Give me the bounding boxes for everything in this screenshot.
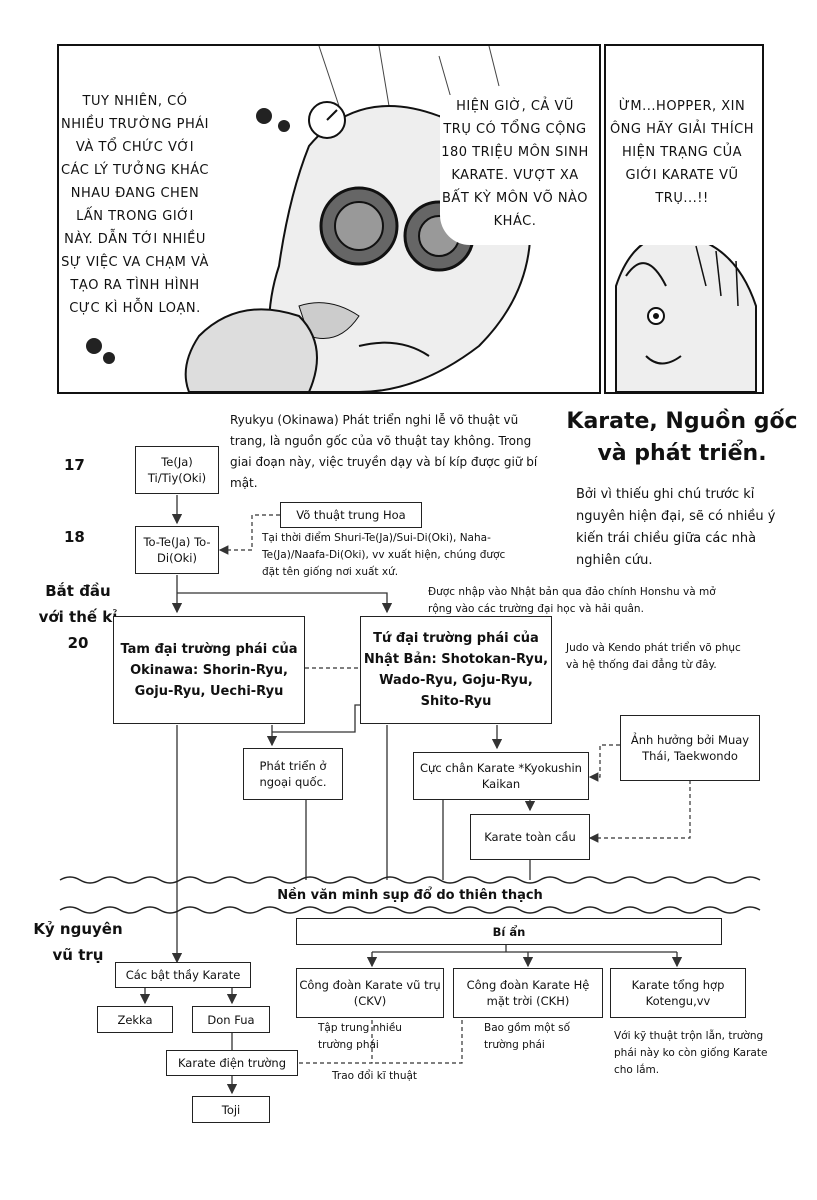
speech-bubble-middle: HIỆN GIỜ, CẢ VŨ TRỤ CÓ TỔNG CỘNG 180 TRI…	[440, 95, 590, 245]
box-donfua-label: Don Fua	[207, 1012, 255, 1027]
box-battlefield-karate: Karate điện trường	[166, 1050, 298, 1076]
box-japan-four-schools: Tứ đại trường phái của Nhật Bản: Shotoka…	[360, 616, 552, 724]
box-mystery: Bí ẩn	[296, 918, 722, 945]
box-toji-label: Toji	[221, 1102, 241, 1117]
box-muay-thai-influence: Ảnh hưởng bởi Muay Thái, Taekwondo	[620, 715, 760, 781]
box-chinese-martial-arts: Võ thuật trung Hoa	[280, 502, 422, 528]
note-honshu: Được nhập vào Nhật bản qua đảo chính Hon…	[428, 586, 716, 615]
era-label-space-age: Kỷ nguyên vũ trụ	[33, 920, 123, 964]
box-muay-thai-label: Ảnh hưởng bởi Muay Thái, Taekwondo	[630, 733, 750, 763]
chart-subtitle: Bởi vì thiếu ghi chú trước kỉ nguyên hiệ…	[576, 487, 776, 568]
box-abroad-label: Phát triển ở ngoại quốc.	[259, 759, 327, 789]
box-tote-label: To-Te(Ja) To-Di(Oki)	[143, 535, 211, 565]
chart-title: Karate, Nguồn gốc và phát triển.	[566, 409, 798, 466]
box-don-fua: Don Fua	[192, 1006, 270, 1033]
box-chinese-label: Võ thuật trung Hoa	[296, 508, 406, 522]
box-abroad: Phát triển ở ngoại quốc.	[243, 748, 343, 800]
box-mystery-label: Bí ẩn	[492, 924, 526, 939]
note-judo: Judo và Kendo phát triển võ phục và hệ t…	[566, 642, 741, 671]
note-ryukyu: Ryukyu (Okinawa) Phát triển nghi lễ võ t…	[230, 413, 538, 490]
box-masters-label: Các bật thầy Karate	[125, 968, 241, 982]
box-te: Te(Ja) Ti/Tiy(Oki)	[135, 446, 219, 494]
box-kotengu-label: Karate tổng hợp Kotengu,vv	[631, 978, 725, 1008]
speech-text-right: ỪM...HOPPER, XIN ÔNG HÃY GIẢI THÍCH HIỆN…	[609, 99, 755, 206]
box-battlefield-label: Karate điện trường	[177, 1056, 287, 1070]
box-ckh: Công đoàn Karate Hệ mặt trời (CKH)	[453, 968, 603, 1018]
note-naming: Tại thời điểm Shuri-Te(Ja)/Sui-Di(Oki), …	[262, 532, 506, 578]
note-exchange: Trao đổi kĩ thuật	[332, 1070, 418, 1082]
box-toji: Toji	[192, 1096, 270, 1123]
era-label-17: 17	[64, 456, 85, 474]
box-tote: To-Te(Ja) To-Di(Oki)	[135, 526, 219, 574]
box-ckv-label: Công đoàn Karate vũ trụ (CKV)	[299, 978, 441, 1008]
box-kotengu: Karate tổng hợp Kotengu,vv	[610, 968, 746, 1018]
speech-text-middle: HIỆN GIỜ, CẢ VŨ TRỤ CÓ TỔNG CỘNG 180 TRI…	[441, 99, 589, 229]
note-ckv: Tập trung nhiều trường phái	[318, 1022, 402, 1051]
box-zekka-label: Zekka	[117, 1012, 153, 1027]
era-label-18: 18	[64, 528, 85, 546]
box-kyokushin: Cực chân Karate *Kyokushin Kaikan	[413, 752, 589, 800]
speech-bubble-right: ỪM...HOPPER, XIN ÔNG HÃY GIẢI THÍCH HIỆN…	[608, 95, 756, 245]
box-global-karate: Karate toàn cầu	[470, 814, 590, 860]
note-ckh: Bao gồm một số trường phái	[484, 1022, 571, 1051]
box-global-label: Karate toàn cầu	[484, 830, 576, 844]
box-okinawa-label: Tam đại trường phái của Okinawa: Shorin-…	[120, 641, 298, 699]
box-japan-label: Tứ đại trường phái của Nhật Bản: Shotoka…	[363, 631, 549, 709]
note-kotengu: Với kỹ thuật trộn lẫn, trường phái này k…	[614, 1030, 768, 1076]
note-collapse: Nền văn minh sụp đổ do thiên thạch	[277, 888, 543, 903]
collapse-wavy-lines	[59, 876, 761, 914]
box-ckh-label: Công đoàn Karate Hệ mặt trời (CKH)	[466, 978, 590, 1008]
box-ckv: Công đoàn Karate vũ trụ (CKV)	[296, 968, 444, 1018]
box-te-label: Te(Ja) Ti/Tiy(Oki)	[147, 455, 207, 485]
box-zekka: Zekka	[97, 1006, 173, 1033]
box-karate-masters: Các bật thầy Karate	[115, 962, 251, 988]
era-label-20th-century: Bắt đầu với thế kỉ 20	[38, 582, 118, 652]
box-kyokushin-label: Cực chân Karate *Kyokushin Kaikan	[420, 761, 582, 791]
box-okinawa-three-schools: Tam đại trường phái của Okinawa: Shorin-…	[113, 616, 305, 724]
speech-bubble-left: TUY NHIÊN, CÓ NHIỀU TRƯỜNG PHÁI VÀ TỔ CH…	[60, 90, 210, 316]
speech-text-left: TUY NHIÊN, CÓ NHIỀU TRƯỜNG PHÁI VÀ TỔ CH…	[61, 94, 209, 316]
